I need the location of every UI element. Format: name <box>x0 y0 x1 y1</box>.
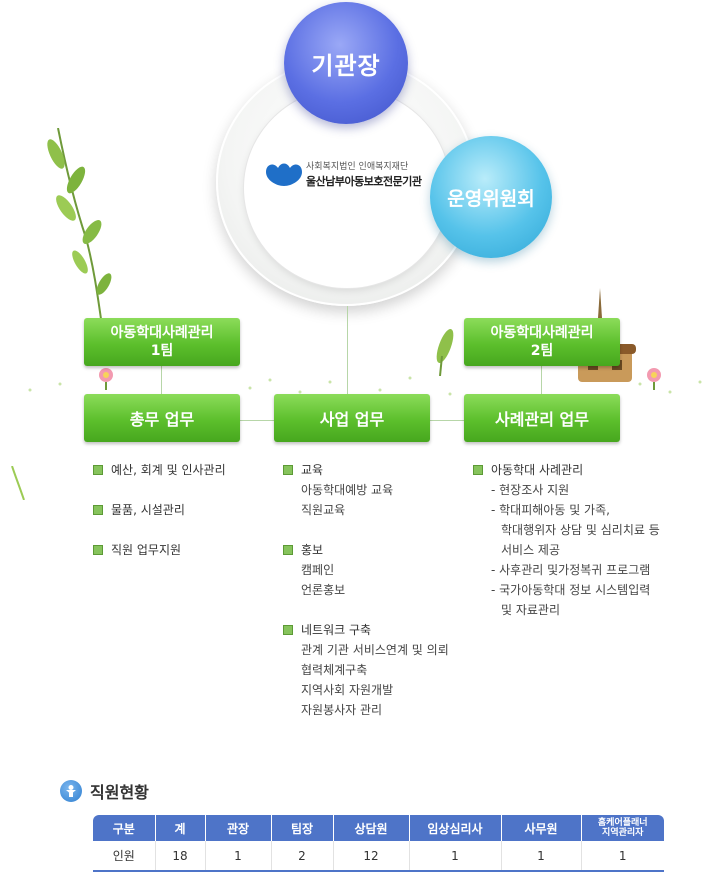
business-affairs-box: 사업 업무 <box>274 394 430 442</box>
general-affairs-label: 총무 업무 <box>129 410 195 429</box>
sub-item: 협력체계구축 <box>301 663 368 677</box>
bullet-square-icon <box>283 625 293 635</box>
sub-item: 캠페인 <box>301 563 335 577</box>
business-task-list: 교육 아동학대예방 교육 직원교육 홍보 캠페인 언론홍보 네트워크 구축 관계… <box>283 460 473 720</box>
sub-item-cont: 서비스 제공 <box>501 543 561 557</box>
table-cell: 1 <box>501 841 582 872</box>
list-item: 예산, 회계 및 인사관리 <box>93 460 263 480</box>
team2-line2: 2팀 <box>530 343 554 359</box>
case-task-list: 아동학대 사례관리 - 현장조사 지원 - 학대피해아동 및 가족, 학대행위자… <box>473 460 683 620</box>
list-item: 홍보 <box>283 540 473 560</box>
task-label: 네트워크 구축 <box>301 623 372 637</box>
committee-node: 운영위원회 <box>430 136 552 258</box>
sub-item: - 국가아동학대 정보 시스템입력 <box>491 583 651 597</box>
person-icon <box>60 780 82 802</box>
staff-title-label: 직원현황 <box>90 783 149 802</box>
team2-line1: 아동학대사례관리 <box>490 325 594 341</box>
table-cell: 1 <box>581 841 664 872</box>
connector-horizontal <box>238 420 276 421</box>
staff-section-title: 직원현황 <box>60 778 149 804</box>
leaf-vine-icon <box>47 128 112 327</box>
task-label: 아동학대 사례관리 <box>491 463 584 477</box>
sub-item: 관계 기관 서비스연계 및 의뢰 <box>301 643 449 657</box>
task-label: 물품, 시설관리 <box>111 503 185 517</box>
leaf-vine-icon <box>28 376 702 396</box>
table-header-cell: 구분 <box>93 815 156 841</box>
team1-line2: 1팀 <box>150 343 174 359</box>
table-row: 인원 18 1 2 12 1 1 1 <box>93 841 664 872</box>
list-item: 물품, 시설관리 <box>93 500 263 520</box>
table-cell: 1 <box>409 841 502 872</box>
bullet-square-icon <box>283 545 293 555</box>
team2-box: 아동학대사례관리 2팀 <box>464 318 620 366</box>
task-label: 예산, 회계 및 인사관리 <box>111 463 226 477</box>
table-header-row: 구분 계 관장 팀장 상담원 임상심리사 사무원 홈케어플래너 지역관리자 <box>93 815 664 841</box>
connector-vertical <box>347 306 348 394</box>
staff-table: 구분 계 관장 팀장 상담원 임상심리사 사무원 홈케어플래너 지역관리자 인원… <box>93 815 664 872</box>
bullet-square-icon <box>93 505 103 515</box>
table-header-cell: 홈케어플래너 지역관리자 <box>581 815 664 841</box>
bullet-square-icon <box>93 465 103 475</box>
sub-item: 언론홍보 <box>301 583 346 597</box>
committee-label: 운영위원회 <box>447 187 535 210</box>
sub-item-cont: 및 자료관리 <box>501 603 561 617</box>
case-management-box: 사례관리 업무 <box>464 394 620 442</box>
task-label: 교육 <box>301 463 324 477</box>
bullet-square-icon <box>283 465 293 475</box>
case-management-label: 사례관리 업무 <box>495 410 589 429</box>
table-cell: 2 <box>271 841 334 872</box>
table-header-cell: 팀장 <box>271 815 334 841</box>
list-item: 아동학대 사례관리 <box>473 460 683 480</box>
logo-subtitle: 사회복지법인 인애복지재단 <box>306 162 409 172</box>
bullet-square-icon <box>93 545 103 555</box>
table-cell: 12 <box>333 841 410 872</box>
director-label: 기관장 <box>311 51 381 80</box>
table-cell: 인원 <box>93 841 156 872</box>
sub-item: 지역사회 자원개발 <box>301 683 394 697</box>
list-item: 네트워크 구축 <box>283 620 473 640</box>
sub-item: - 학대피해아동 및 가족, <box>491 503 610 517</box>
flower-icon <box>647 368 661 390</box>
director-node: 기관장 <box>284 2 408 124</box>
header-line: 지역관리자 <box>602 828 644 838</box>
sub-item: - 사후관리 및가정복귀 프로그램 <box>491 563 651 577</box>
table-cell: 1 <box>205 841 272 872</box>
connector-horizontal <box>429 420 465 421</box>
task-label: 직원 업무지원 <box>111 543 182 557</box>
table-header-cell: 관장 <box>205 815 272 841</box>
sub-item: 자원봉사자 관리 <box>301 703 383 717</box>
general-affairs-box: 총무 업무 <box>84 394 240 442</box>
list-item: 교육 <box>283 460 473 480</box>
logo-title: 울산남부아동보호전문기관 <box>306 175 422 188</box>
table-header-cell: 상담원 <box>333 815 410 841</box>
table-cell: 18 <box>155 841 206 872</box>
task-label: 홍보 <box>301 543 324 557</box>
leaf-vine-icon <box>436 328 454 376</box>
header-line: 홈케어플래너 <box>597 818 648 828</box>
team1-line1: 아동학대사례관리 <box>110 325 214 341</box>
list-item: 직원 업무지원 <box>93 540 263 560</box>
sub-item-cont: 학대행위자 상담 및 심리치료 등 <box>501 523 660 537</box>
business-affairs-label: 사업 업무 <box>319 410 385 429</box>
table-header-cell: 사무원 <box>501 815 582 841</box>
flower-icon <box>99 368 113 390</box>
team1-box: 아동학대사례관리 1팀 <box>84 318 240 366</box>
table-header-cell: 계 <box>155 815 206 841</box>
connector-vertical <box>161 366 162 394</box>
table-header-cell: 임상심리사 <box>409 815 502 841</box>
sub-item: - 현장조사 지원 <box>491 483 570 497</box>
logo-mark-icon <box>266 163 302 186</box>
connector-vertical <box>541 366 542 394</box>
general-task-list: 예산, 회계 및 인사관리 물품, 시설관리 직원 업무지원 <box>93 460 263 560</box>
sub-item: 아동학대예방 교육 <box>301 483 394 497</box>
leaf-vine-icon <box>11 466 25 500</box>
sub-item: 직원교육 <box>301 503 346 517</box>
organization-logo: 사회복지법인 인애복지재단 울산남부아동보호전문기관 <box>262 158 442 198</box>
bullet-square-icon <box>473 465 483 475</box>
